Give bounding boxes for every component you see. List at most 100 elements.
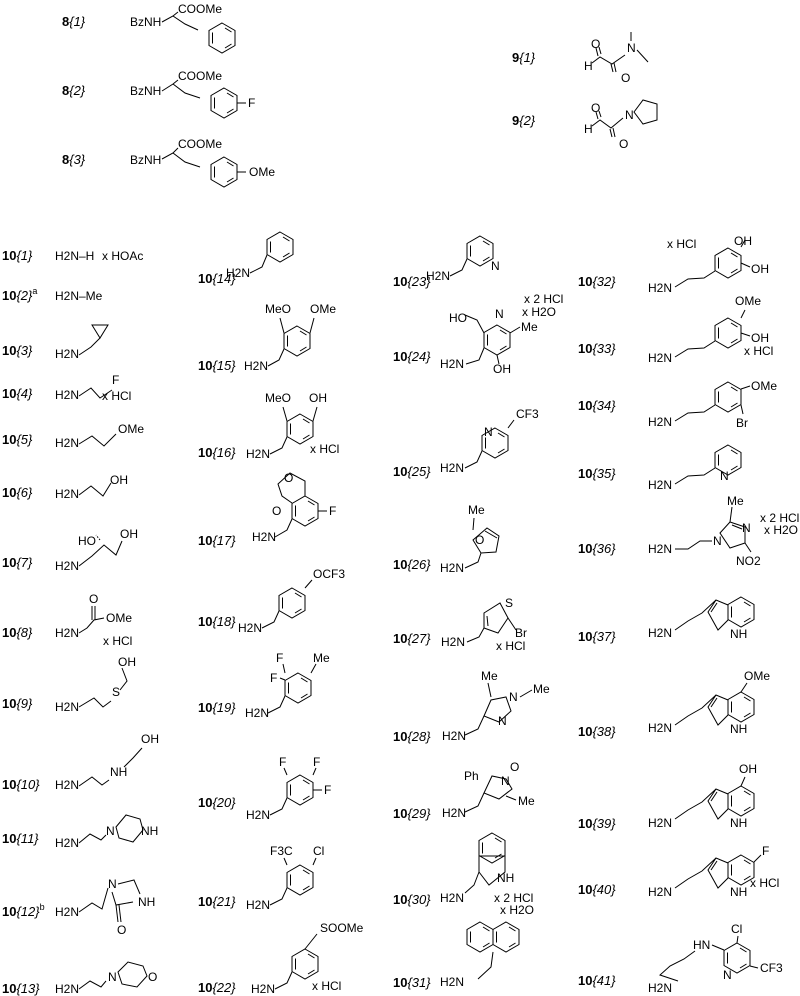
svg-text:OH: OH — [141, 732, 159, 746]
label-8-1: 8{1} — [62, 14, 86, 29]
svg-text:NH: NH — [141, 824, 158, 838]
label-10-38: 10{38} — [578, 724, 616, 739]
svg-text:F: F — [112, 373, 119, 387]
svg-text:H2N: H2N — [648, 816, 672, 830]
svg-text:OH: OH — [734, 234, 752, 248]
label-10-22: 10{22} — [198, 980, 236, 995]
structure-8-1: BzNH COOMe — [130, 2, 236, 54]
svg-text:COOMe: COOMe — [178, 137, 222, 151]
svg-text:H: H — [584, 122, 593, 136]
structure-10-38: NH H2N OMe — [648, 669, 770, 736]
svg-text:OH: OH — [309, 391, 327, 405]
structure-10-15: H2N MeO OMe — [244, 302, 336, 373]
label-10-20: 10{20} — [198, 795, 236, 810]
svg-text:NH: NH — [730, 627, 747, 641]
svg-text:N: N — [723, 968, 732, 982]
label-10-34: 10{34} — [578, 398, 616, 413]
svg-text:N: N — [742, 521, 751, 535]
svg-text:H2N: H2N — [55, 559, 79, 573]
label-10-23: 10{23} — [393, 274, 431, 289]
svg-text:O: O — [510, 760, 519, 774]
svg-text:N: N — [106, 824, 115, 838]
structure-10-16: H2N MeO OH x HCl — [246, 391, 339, 461]
svg-text:Cl: Cl — [731, 922, 742, 936]
label-10-25: 10{25} — [393, 464, 431, 479]
svg-text:H2N–Me: H2N–Me — [55, 289, 103, 303]
svg-text:Me: Me — [468, 503, 485, 517]
svg-text:H2N: H2N — [55, 982, 79, 996]
svg-text:O: O — [89, 592, 98, 606]
svg-text:N: N — [491, 259, 500, 273]
svg-text:H2N: H2N — [442, 729, 466, 743]
structure-10-1: H2N–H x HOAc — [55, 249, 143, 263]
svg-text:Me: Me — [313, 651, 330, 665]
svg-text:NH: NH — [730, 722, 747, 736]
label-10-5: 10{5} — [2, 432, 33, 447]
svg-text:OCF3: OCF3 — [313, 567, 345, 581]
svg-text:H2N: H2N — [245, 706, 269, 720]
svg-text:O: O — [621, 71, 630, 85]
svg-text:H2N: H2N — [55, 388, 79, 402]
svg-text:OMe: OMe — [310, 302, 336, 316]
label-10-32: 10{32} — [578, 274, 616, 289]
svg-text:F: F — [279, 755, 286, 769]
label-10-28: 10{28} — [393, 729, 431, 744]
label-10-8: 10{8} — [2, 625, 33, 640]
structure-10-33: H2N OMe OH x HCl — [648, 294, 773, 365]
svg-text:H: H — [584, 59, 593, 73]
svg-text:H2N: H2N — [55, 436, 79, 450]
svg-text:N: N — [509, 690, 518, 704]
svg-text:H2N: H2N — [426, 269, 450, 283]
svg-text:HN: HN — [693, 938, 710, 952]
structure-10-8: H2N O OMe x HCl — [55, 592, 132, 648]
svg-text:H2N: H2N — [648, 351, 672, 365]
label-10-37: 10{37} — [578, 629, 616, 644]
structure-10-12: H2N N NH O — [55, 877, 155, 937]
svg-text:OMe: OMe — [249, 165, 275, 179]
svg-text:H2N: H2N — [226, 266, 250, 280]
structure-10-34: H2N OMe Br — [648, 379, 777, 430]
svg-text:S: S — [112, 685, 120, 699]
structure-10-26: O Me H2N — [440, 503, 500, 575]
svg-text:HO: HO — [78, 534, 96, 548]
svg-text:O: O — [272, 504, 281, 518]
svg-text:H2N: H2N — [55, 626, 79, 640]
structure-10-32: H2N OH OH x HCl — [648, 234, 769, 295]
svg-text:Me: Me — [533, 682, 550, 696]
label-10-11: 10{11} — [2, 831, 39, 846]
structure-10-4: H2N F x HCl — [55, 373, 131, 403]
svg-text:OH: OH — [739, 762, 757, 776]
svg-text:O: O — [475, 533, 484, 547]
svg-text:H2N: H2N — [648, 885, 672, 899]
structure-10-2: H2N–Me — [55, 289, 103, 303]
label-9-2: 9{2} — [512, 113, 536, 128]
structure-8-3: BzNH COOMe OMe — [130, 137, 275, 188]
svg-text:H2N: H2N — [648, 721, 672, 735]
svg-text:Me: Me — [727, 494, 744, 508]
svg-text:F: F — [762, 844, 769, 858]
structure-10-17: H2N O O F — [252, 471, 336, 544]
label-10-15: 10{15} — [198, 358, 236, 373]
svg-text:x 2 HCl: x 2 HCl — [524, 292, 563, 306]
label-10-36: 10{36} — [578, 541, 616, 556]
svg-text:H2N: H2N — [648, 478, 672, 492]
svg-text:x HCl: x HCl — [750, 876, 779, 890]
svg-text:Br: Br — [736, 416, 748, 430]
svg-text:OH: OH — [110, 473, 128, 487]
svg-text:Br: Br — [515, 626, 527, 640]
label-10-7: 10{7} — [2, 555, 33, 570]
svg-text:x HCl: x HCl — [667, 237, 696, 251]
svg-text:Me: Me — [481, 669, 498, 683]
structure-10-39: NH H2N OH — [648, 762, 757, 830]
structure-10-10: H2N NH OH — [55, 732, 159, 792]
svg-text:Ph: Ph — [464, 769, 479, 783]
structure-10-9: H2N S OH — [55, 655, 136, 714]
svg-text:H2N: H2N — [440, 975, 464, 989]
svg-text:x H2O: x H2O — [764, 523, 798, 537]
svg-text:N: N — [498, 714, 507, 728]
label-10-18: 10{18} — [198, 614, 236, 629]
svg-text:H2N: H2N — [55, 836, 79, 850]
svg-text:x HOAc: x HOAc — [102, 249, 143, 263]
svg-text:x HCl: x HCl — [496, 639, 525, 653]
svg-text:O: O — [148, 970, 157, 984]
